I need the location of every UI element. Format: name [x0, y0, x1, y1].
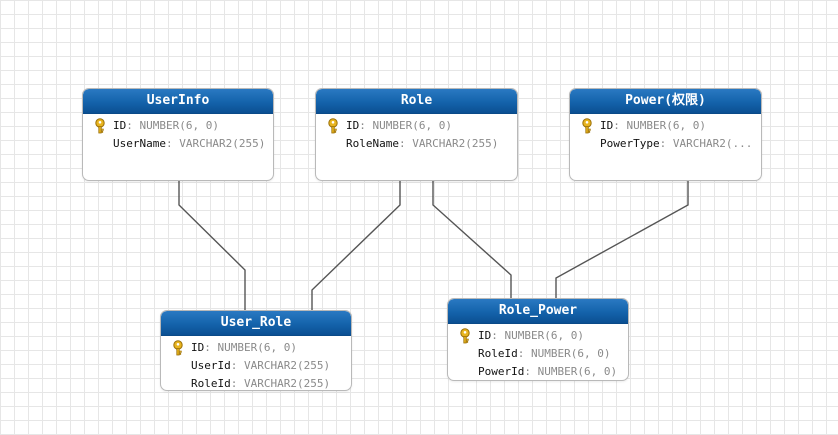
column-type: NUMBER(6, 0) [372, 119, 452, 132]
column-row[interactable]: PowerType: VARCHAR2(... [570, 135, 761, 153]
column-row[interactable]: ID: NUMBER(6, 0) [570, 117, 761, 135]
column-type: VARCHAR2(255) [244, 359, 331, 372]
entity-role-title: Role [316, 89, 517, 114]
primary-key-icon [325, 118, 341, 134]
column-row[interactable]: RoleId: NUMBER(6, 0) [448, 345, 628, 363]
column-type: VARCHAR2(255) [244, 377, 331, 390]
column-type: NUMBER(6, 0) [217, 341, 297, 354]
column-type: NUMBER(6, 0) [139, 119, 219, 132]
column-type: VARCHAR2(... [672, 137, 753, 150]
column-row[interactable]: ID: NUMBER(6, 0) [448, 327, 628, 345]
column-separator: : [491, 329, 505, 342]
column-name: RoleId [478, 347, 518, 360]
entity-role[interactable]: Role ID: NUMBER(6, 0)RoleName: VARCHAR2(… [315, 88, 518, 181]
entity-role-power-columns: ID: NUMBER(6, 0)RoleId: NUMBER(6, 0)Powe… [448, 324, 628, 380]
column-separator: : [524, 365, 538, 378]
column-name: RoleId [191, 377, 231, 390]
relation-line[interactable] [555, 181, 689, 298]
column-separator: : [613, 119, 627, 132]
primary-key-icon [457, 328, 473, 344]
column-name: ID [600, 119, 614, 132]
entity-role-columns: ID: NUMBER(6, 0)RoleName: VARCHAR2(255) [316, 114, 517, 153]
entity-userinfo[interactable]: UserInfo ID: NUMBER(6, 0)UserName: VARCH… [82, 88, 274, 181]
column-separator: : [398, 137, 413, 150]
column-name: UserName [113, 137, 166, 150]
column-separator: : [204, 341, 218, 354]
column-name: RoleName [346, 137, 399, 150]
entity-user-role-title: User_Role [161, 311, 351, 336]
column-separator: : [230, 359, 244, 372]
column-row[interactable]: UserId: VARCHAR2(255) [161, 357, 351, 375]
column-separator: : [659, 137, 673, 150]
primary-key-icon [92, 118, 108, 134]
column-row[interactable]: ID: NUMBER(6, 0) [161, 339, 351, 357]
entity-power[interactable]: Power(权限) ID: NUMBER(6, 0)PowerType: VAR… [569, 88, 762, 181]
column-separator: : [230, 377, 244, 390]
column-name: ID [191, 341, 205, 354]
entity-userinfo-title: UserInfo [83, 89, 273, 114]
entity-role-power[interactable]: Role_Power ID: NUMBER(6, 0)RoleId: NUMBE… [447, 298, 629, 381]
column-row[interactable]: ID: NUMBER(6, 0) [83, 117, 273, 135]
entity-power-title: Power(权限) [570, 89, 761, 114]
column-name: PowerId [478, 365, 525, 378]
column-name: ID [346, 119, 360, 132]
entity-user-role[interactable]: User_Role ID: NUMBER(6, 0)UserId: VARCHA… [160, 310, 352, 391]
column-type: NUMBER(6, 0) [504, 329, 584, 342]
column-row[interactable]: UserName: VARCHAR2(255) [83, 135, 273, 153]
column-row[interactable]: RoleId: VARCHAR2(255) [161, 375, 351, 390]
column-type: VARCHAR2(255) [179, 137, 266, 150]
column-row[interactable]: PowerId: NUMBER(6, 0) [448, 363, 628, 380]
column-separator: : [126, 119, 140, 132]
column-separator: : [359, 119, 373, 132]
primary-key-icon [170, 340, 186, 356]
column-type: NUMBER(6, 0) [626, 119, 706, 132]
column-name: ID [478, 329, 492, 342]
primary-key-icon [579, 118, 595, 134]
column-type: VARCHAR2(255) [412, 137, 499, 150]
entity-user-role-columns: ID: NUMBER(6, 0)UserId: VARCHAR2(255)Rol… [161, 336, 351, 390]
column-name: UserId [191, 359, 231, 372]
column-type: NUMBER(6, 0) [531, 347, 611, 360]
column-separator: : [165, 137, 180, 150]
relation-line[interactable] [311, 181, 401, 310]
column-type: NUMBER(6, 0) [537, 365, 618, 378]
column-row[interactable]: ID: NUMBER(6, 0) [316, 117, 517, 135]
column-name: PowerType [600, 137, 660, 150]
relation-line[interactable] [432, 181, 512, 298]
relation-line[interactable] [178, 181, 246, 310]
entity-role-power-title: Role_Power [448, 299, 628, 324]
entity-power-columns: ID: NUMBER(6, 0)PowerType: VARCHAR2(... [570, 114, 761, 153]
column-row[interactable]: RoleName: VARCHAR2(255) [316, 135, 517, 153]
column-separator: : [517, 347, 531, 360]
column-name: ID [113, 119, 127, 132]
entity-userinfo-columns: ID: NUMBER(6, 0)UserName: VARCHAR2(255) [83, 114, 273, 153]
